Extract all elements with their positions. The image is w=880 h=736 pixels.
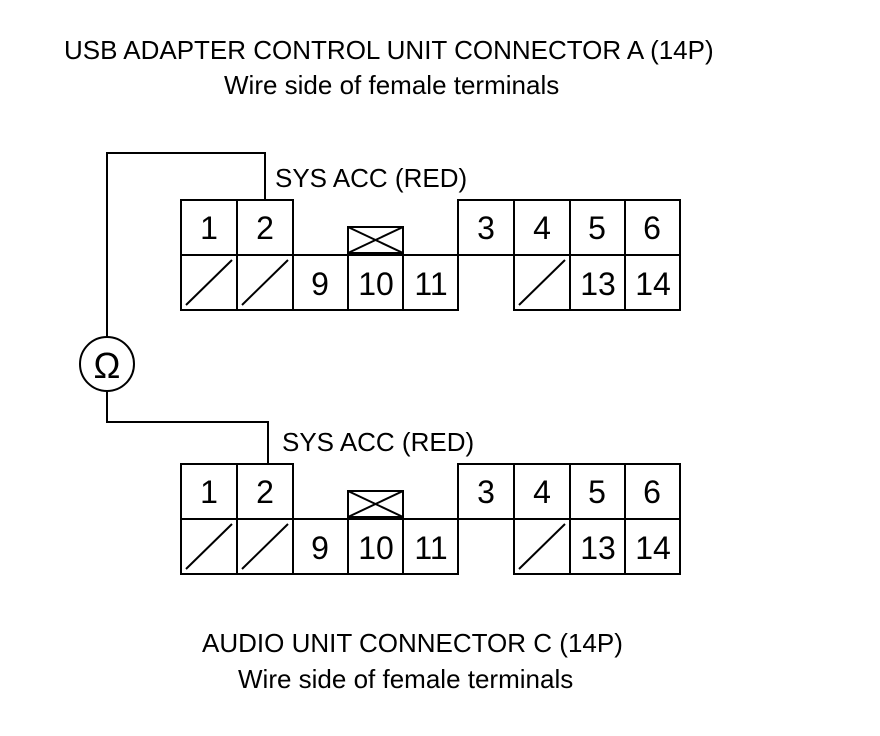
connector-a-pin-10: 10 (358, 266, 394, 302)
connector-a-pin-1: 1 (200, 210, 218, 246)
connector-a-pin-9: 9 (311, 266, 329, 302)
connector-c-wire-label: SYS ACC (RED) (282, 427, 474, 457)
connector-c-pin-6: 6 (643, 474, 661, 510)
connector-c-pin-10: 10 (358, 530, 394, 566)
test-leads (106, 152, 269, 464)
connector-c (180, 463, 681, 575)
connector-c-pin-2: 2 (256, 474, 274, 510)
connector-c-pin-1: 1 (200, 474, 218, 510)
connector-a-pin-2: 2 (256, 210, 274, 246)
connector-c-pin-9: 9 (311, 530, 329, 566)
connector-c-pin-13: 13 (580, 530, 616, 566)
connector-c-pin-4: 4 (533, 474, 551, 510)
connector-c-pin-11: 11 (414, 530, 447, 566)
connector-a-wire-label: SYS ACC (RED) (275, 163, 467, 193)
connector-a-pin-4: 4 (533, 210, 551, 246)
connector-a (180, 199, 681, 311)
connector-c-pin-14: 14 (635, 530, 671, 566)
connector-c-pin-5: 5 (588, 474, 606, 510)
connector-a-title: USB ADAPTER CONTROL UNIT CONNECTOR A (14… (64, 35, 714, 65)
connector-a-pin-3: 3 (477, 210, 495, 246)
connector-c-pin-3: 3 (477, 474, 495, 510)
connector-c-title: AUDIO UNIT CONNECTOR C (14P) (202, 628, 623, 658)
ohmmeter-icon (79, 336, 135, 392)
connector-a-pin-5: 5 (588, 210, 606, 246)
connector-c-subtitle: Wire side of female terminals (238, 664, 574, 694)
connector-a-pin-6: 6 (643, 210, 661, 246)
connector-a-pin-11: 11 (414, 266, 447, 302)
connector-a-pin-13: 13 (580, 266, 616, 302)
connector-a-subtitle: Wire side of female terminals (224, 70, 560, 100)
connector-a-pin-14: 14 (635, 266, 671, 302)
ohm-symbol: Ω (94, 345, 121, 386)
